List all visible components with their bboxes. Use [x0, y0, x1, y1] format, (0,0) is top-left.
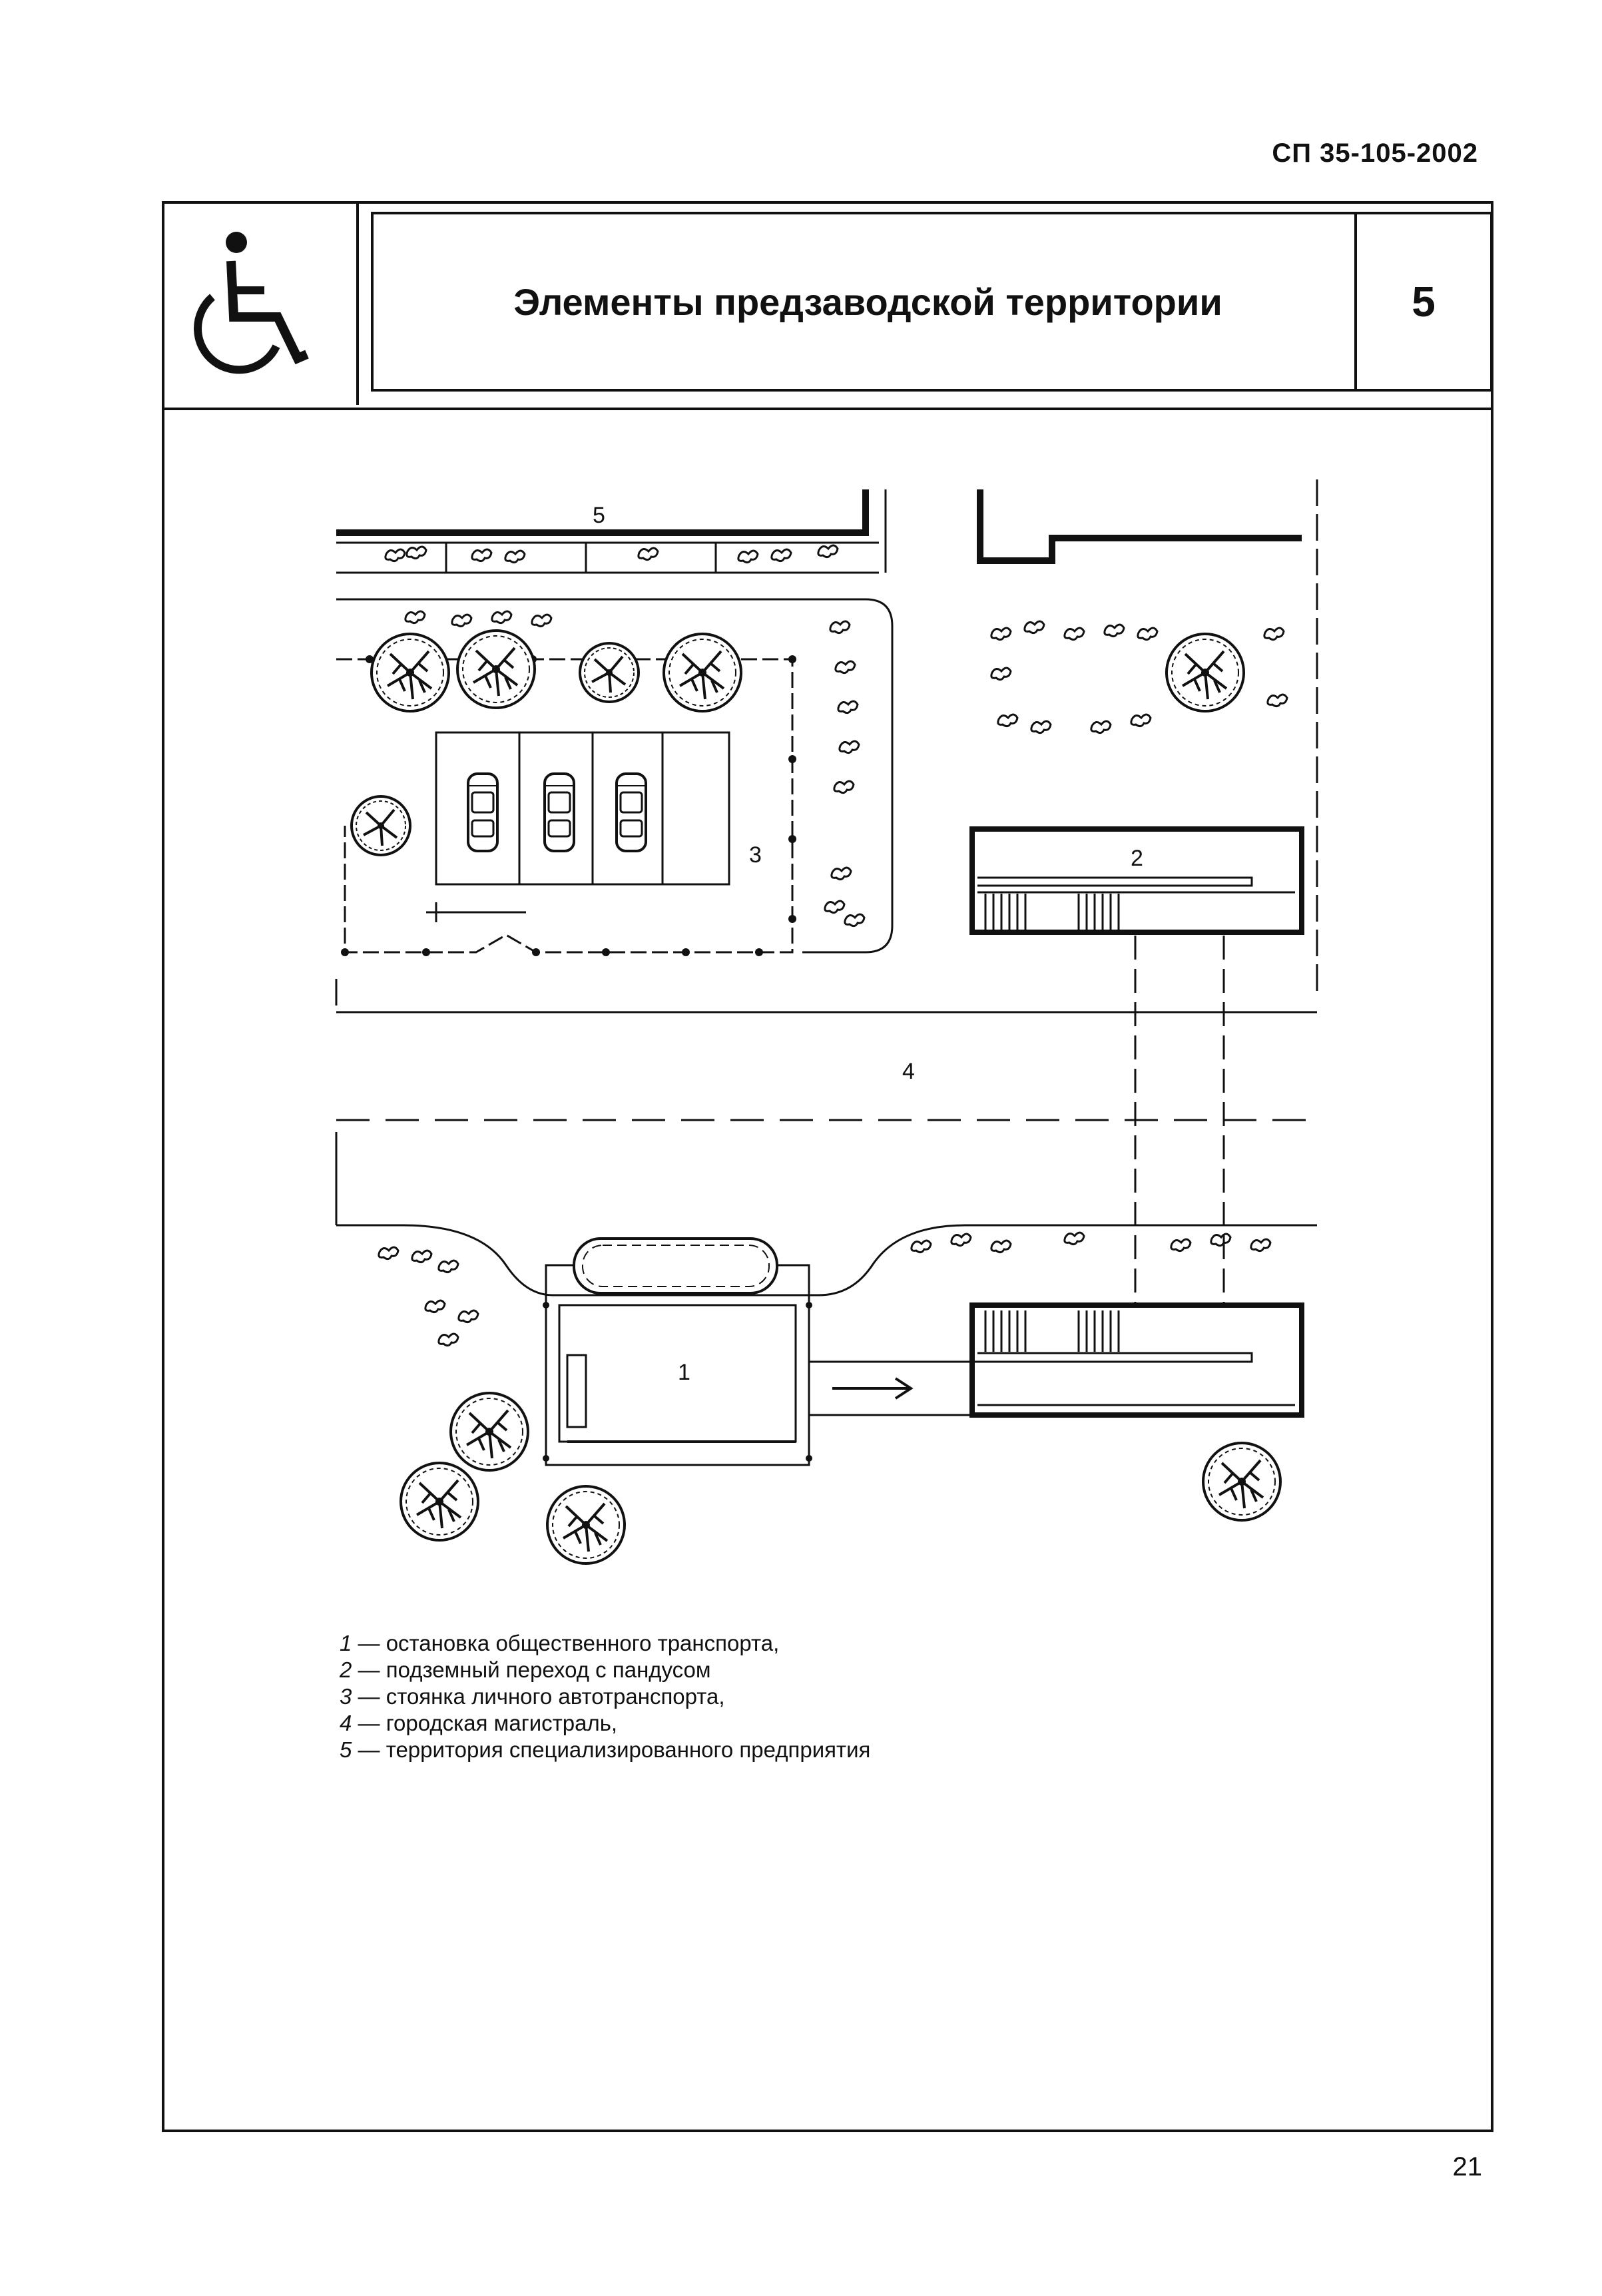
page-title: Элементы предзаводской территории [513, 280, 1222, 323]
enterprise-territory: 5 [336, 479, 1318, 999]
underpass-ramp: 2 [969, 826, 1304, 1305]
city-road: 4 [335, 979, 1317, 1296]
legend-item: 2 — подземный переход с пандусом [340, 1657, 711, 1682]
label-3: 3 [749, 842, 762, 868]
page-frame: Элементы предзаводской территории 5 [162, 201, 1493, 2132]
header: Элементы предзаводской территории 5 [164, 204, 1493, 410]
section-number: 5 [1354, 214, 1490, 389]
legend: 1 — остановка общественного транспорта, … [340, 1630, 870, 1763]
label-4: 4 [902, 1059, 915, 1084]
title-box: Элементы предзаводской территории 5 [371, 212, 1493, 392]
trees [350, 629, 1282, 1565]
label-1: 1 [678, 1360, 690, 1385]
accessibility-symbol-box [164, 204, 359, 405]
label-2: 2 [1131, 846, 1143, 871]
legend-item: 4 — городская магистраль, [340, 1711, 618, 1735]
legend-item: 3 — стоянка личного автотранспорта, [340, 1684, 725, 1709]
label-5: 5 [593, 503, 605, 528]
page-number: 21 [1452, 2152, 1483, 2181]
wheelchair-icon [194, 232, 309, 374]
document-code: СП 35-105-2002 [1272, 139, 1478, 168]
transit-stop: 1 [543, 1237, 1304, 1466]
legend-item: 1 — остановка общественного транспорта, [340, 1631, 780, 1655]
legend-item: 5 — территория специализированного предп… [340, 1737, 871, 1762]
